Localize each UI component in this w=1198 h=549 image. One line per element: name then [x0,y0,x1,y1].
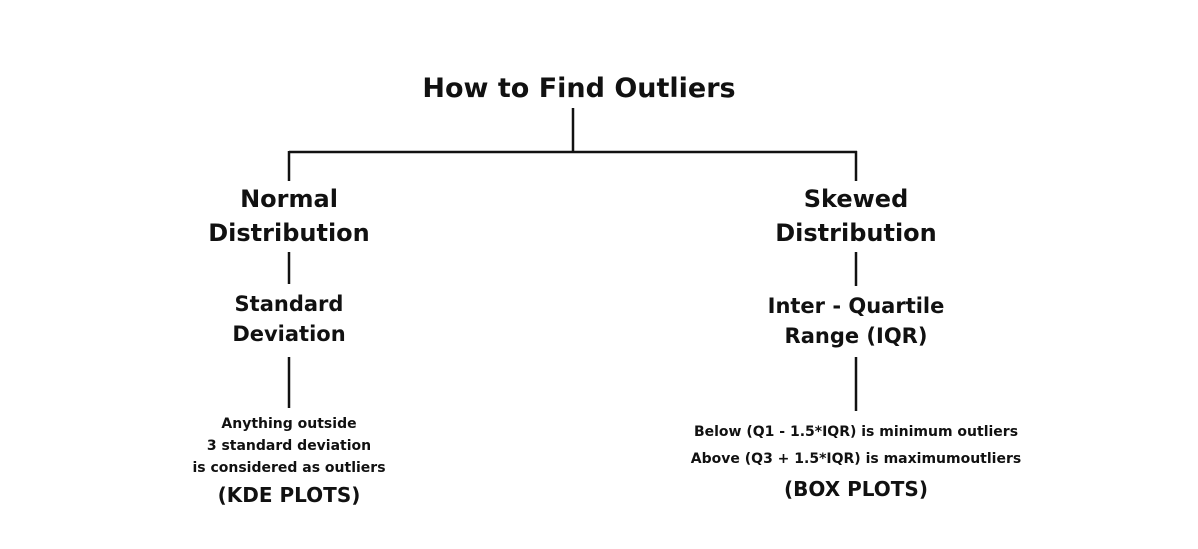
iqr-method-line2: Range (IQR) [784,324,928,348]
kde-plots-label: (KDE PLOTS) [189,481,389,509]
skewed-name-line1: Skewed [803,185,909,213]
normal-name-line1: Normal [240,185,338,213]
skewed-description: Below (Q1 - 1.5*IQR) is minimum outliers… [656,419,1056,473]
diagram-title: How to Find Outliers [379,70,779,108]
standard-deviation-node: Standard Deviation [189,289,389,349]
title-text: How to Find Outliers [422,73,736,104]
skewed-name-line2: Distribution [775,219,937,247]
box-plots-label: (BOX PLOTS) [736,475,976,503]
normal-description: Anything outside 3 standard deviation is… [159,413,419,479]
normal-distribution-node: Normal Distribution [169,182,409,250]
std-method-line1: Standard [234,292,344,316]
std-method-line2: Deviation [232,322,346,346]
iqr-method-line1: Inter - Quartile [767,294,945,318]
normal-description-line: is considered as outliers [192,460,386,476]
normal-description-line: 3 standard deviation [206,438,372,454]
skewed-description-line: Above (Q3 + 1.5*IQR) is maximumoutliers [690,451,1022,467]
iqr-node: Inter - Quartile Range (IQR) [726,291,986,351]
normal-description-line: Anything outside [221,416,357,432]
normal-name-line2: Distribution [208,219,370,247]
box-plots-text: (BOX PLOTS) [784,477,928,501]
kde-plots-text: (KDE PLOTS) [217,483,361,507]
skewed-distribution-node: Skewed Distribution [736,182,976,250]
skewed-description-line: Below (Q1 - 1.5*IQR) is minimum outliers [693,424,1019,440]
